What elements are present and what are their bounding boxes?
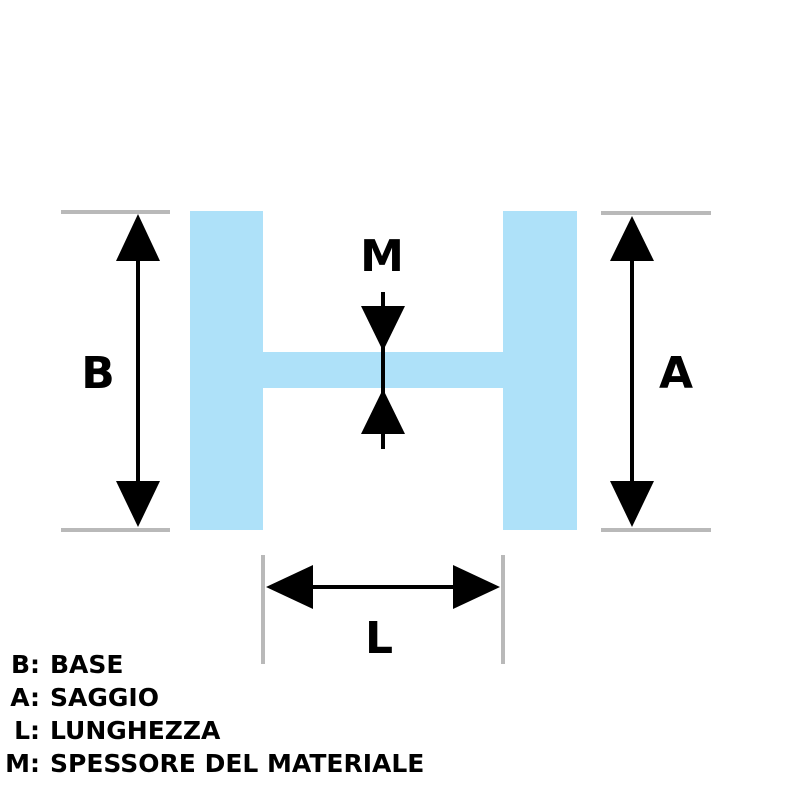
- legend-key: L:: [14, 716, 40, 745]
- legend-text: LUNGHEZZA: [50, 716, 221, 745]
- legend-item: M: SPESSORE DEL MATERIALE: [0, 747, 424, 780]
- dimension-b-label: B: [81, 348, 115, 399]
- dimension-b-arrow-top: [116, 214, 160, 261]
- legend-item: L: LUNGHEZZA: [0, 714, 424, 747]
- dimension-l-arrow-right: [453, 565, 500, 609]
- dimension-b: B: [81, 214, 160, 527]
- dimension-m-arrow-up: [361, 389, 405, 434]
- legend-key: M:: [5, 749, 40, 778]
- dimension-m-label: M: [360, 231, 404, 282]
- dimension-a-arrow-bottom: [610, 481, 654, 527]
- dimension-a-label: A: [659, 348, 693, 399]
- legend-text: SAGGIO: [50, 683, 159, 712]
- dimension-b-arrow-bottom: [116, 481, 160, 527]
- dimension-a-arrow-top: [610, 216, 654, 261]
- legend: B: BASE A: SAGGIO L: LUNGHEZZA M: SPESSO…: [0, 648, 424, 780]
- h-profile: [190, 211, 577, 530]
- right-flange: [503, 211, 577, 530]
- legend-text: SPESSORE DEL MATERIALE: [50, 749, 425, 778]
- left-flange: [190, 211, 263, 530]
- dimension-l-label: L: [365, 613, 393, 664]
- legend-item: B: BASE: [0, 648, 424, 681]
- dimension-l: L: [266, 565, 500, 664]
- legend-key: A:: [10, 683, 40, 712]
- dimension-l-arrow-left: [266, 565, 313, 609]
- legend-item: A: SAGGIO: [0, 681, 424, 714]
- dimension-a: A: [610, 216, 693, 527]
- dimension-m-arrow-down: [361, 306, 405, 351]
- extension-lines: [61, 210, 711, 664]
- legend-key: B:: [10, 650, 40, 679]
- legend-text: BASE: [50, 650, 124, 679]
- dimension-m: M: [360, 231, 405, 449]
